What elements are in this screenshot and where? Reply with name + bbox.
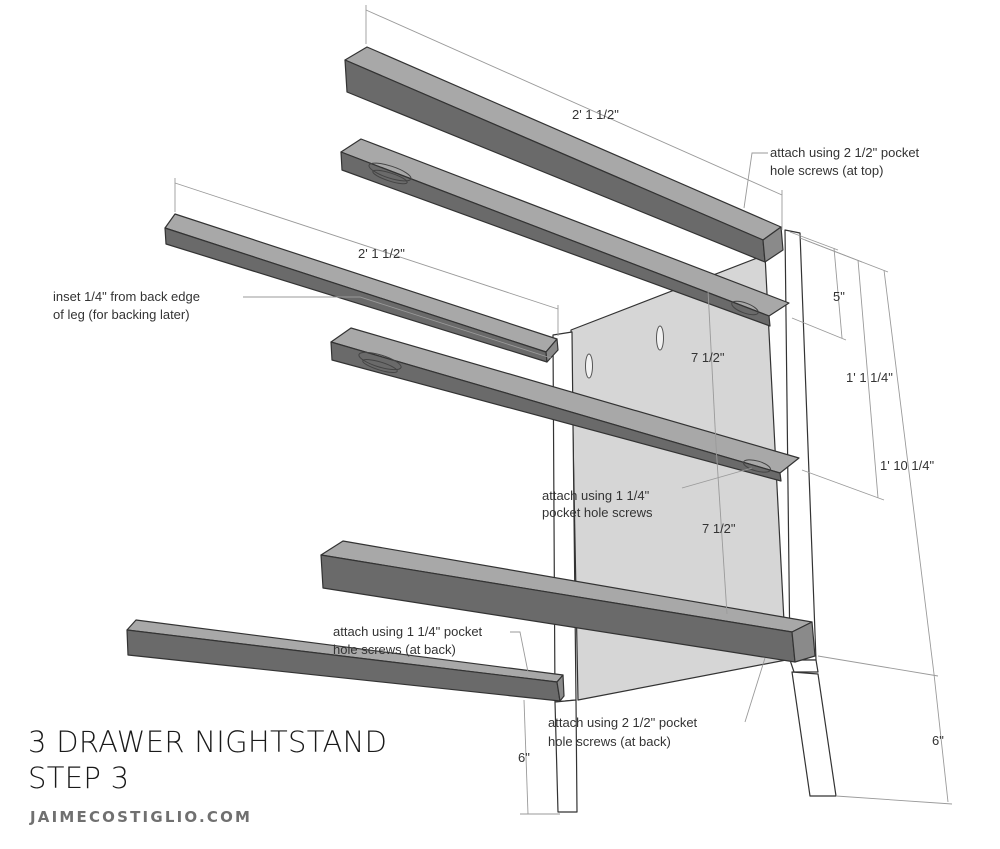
inset-note-line2: of leg (for backing later) — [53, 307, 190, 322]
top-screws-note-line2: hole screws (at top) — [770, 163, 883, 178]
left-leg-dimension: 6" — [518, 750, 530, 765]
right-leg — [784, 229, 837, 797]
top-front-rail — [344, 46, 784, 263]
mid-screws-note-line1: attach using 1 1/4" — [542, 488, 650, 503]
rail-gap-lower-dimension: 7 1/2" — [702, 521, 736, 536]
right-leg-dimension: 6" — [932, 733, 944, 748]
rail-gap-5-dimension: 5" — [833, 289, 845, 304]
back-screws-small-note-line2: hole screws (at back) — [333, 642, 456, 657]
bottom-front-rail — [320, 540, 816, 663]
side-rail-length-dimension: 2' 1 1/2" — [358, 246, 405, 261]
diagram-title-line1: 3 DRAWER NIGHTSTAND — [28, 725, 387, 759]
height-1-10-1-4-dimension: 1' 10 1/4" — [880, 458, 934, 473]
left-top-rail — [164, 213, 559, 363]
back-screws-large-note-line1: attach using 2 1/2" pocket — [548, 715, 698, 730]
back-screws-small-note-line1: attach using 1 1/4" pocket — [333, 624, 483, 639]
rail-gap-upper-dimension: 7 1/2" — [691, 350, 725, 365]
dimension-lines — [174, 5, 953, 815]
bottom-left-rail — [126, 619, 565, 702]
inset-note-line1: inset 1/4" from back edge — [53, 289, 200, 304]
top-screws-note-line1: attach using 2 1/2" pocket — [770, 145, 920, 160]
middle-rail — [330, 327, 800, 482]
back-screws-large-note-line2: hole screws (at back) — [548, 734, 671, 749]
top-rail-length-dimension: 2' 1 1/2" — [572, 107, 619, 122]
top-side-rail — [340, 138, 790, 327]
diagram-title-line2: STEP 3 — [28, 761, 129, 795]
height-1-1-1-4-dimension: 1' 1 1/4" — [846, 370, 893, 385]
mid-screws-note-line2: pocket hole screws — [542, 505, 653, 520]
brand-url: JAIMECOSTIGLIO.COM — [29, 808, 252, 826]
